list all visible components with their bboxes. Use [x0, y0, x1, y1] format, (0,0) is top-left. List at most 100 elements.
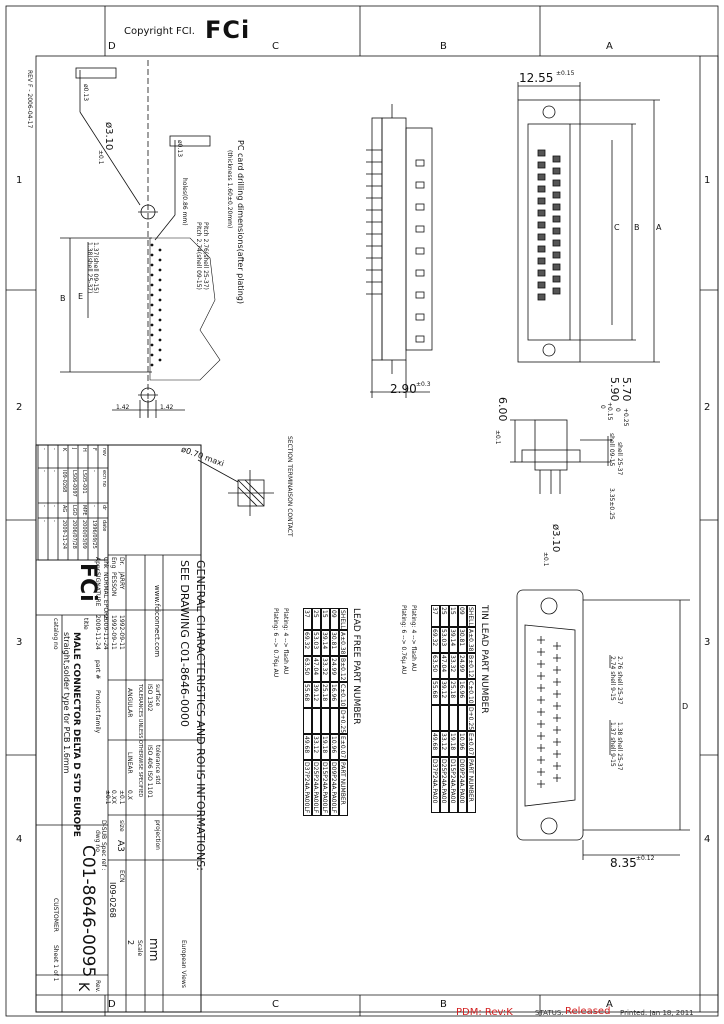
- lead_table-cell: [303, 708, 312, 734]
- revision-cell: -: [91, 505, 97, 507]
- tin_table-cell: 53.03: [440, 627, 449, 653]
- lead-plating-1: Plating: 4 --> flash AU: [282, 608, 289, 675]
- front-pin: [553, 714, 561, 722]
- label-b-rear: B: [634, 223, 640, 232]
- pcb-hole: [158, 278, 162, 282]
- label-a-rear: A: [656, 223, 662, 232]
- label-c-rear: C: [614, 223, 620, 232]
- lead_table-cell: 63.50: [303, 656, 312, 682]
- grid-letter-bottom-c: C: [272, 999, 279, 1010]
- tin_table-cell: 16.96: [458, 679, 467, 705]
- rear-contact: [537, 281, 546, 289]
- chk-name: NORMAL EPORE: [102, 572, 109, 621]
- rear-contact: [552, 263, 561, 271]
- grid-number-left-1: 1: [16, 175, 23, 186]
- rear-contact: [552, 155, 561, 163]
- surface-label: surface: [154, 684, 161, 707]
- front-pin: [553, 654, 561, 662]
- status-label: STATUS:: [535, 1009, 564, 1017]
- side-window: [415, 181, 425, 189]
- dim-5-70-tol-b: 0: [614, 408, 621, 412]
- pcb-hole: [158, 338, 162, 342]
- tin_table-cell: 09: [458, 605, 467, 627]
- lead_table-cell: 10.96: [330, 734, 339, 760]
- front-pin: [537, 660, 545, 668]
- front-pin: [537, 780, 545, 788]
- side-window: [415, 335, 425, 343]
- fci-logo: FCi: [205, 16, 251, 44]
- tin_table-cell: 25.18: [449, 679, 458, 705]
- front-pin: [537, 636, 545, 644]
- label-b-pcb: B: [60, 294, 66, 303]
- general-line-2: SEE DRAWING C01-8646-0000: [178, 560, 191, 727]
- revision-header-cell: dr: [101, 505, 107, 511]
- tolerances-unless: TOLERANCES UNLESS OTHERWISE SPECIFIED: [137, 684, 143, 798]
- grid-number-right-1: 1: [704, 175, 711, 186]
- printed-date: Printed: Jan 18, 2011: [620, 1009, 694, 1017]
- revision-cell: -: [41, 520, 47, 522]
- revision-cell: F: [91, 448, 97, 451]
- grid-letter-top-b: B: [440, 41, 447, 52]
- pcb-hole: [150, 333, 154, 337]
- tin_table-cell: 33.12: [440, 731, 449, 757]
- tol-row-2-val: ±0.1: [104, 790, 111, 805]
- front-pin: [537, 756, 545, 764]
- rear-contact: [537, 269, 546, 277]
- front-pin: [553, 666, 561, 674]
- front-pin: [553, 738, 561, 746]
- ecn-label: ECN: [118, 870, 125, 883]
- chk-date: 2009-11-24: [102, 615, 109, 650]
- revision-header-cell: rev: [101, 448, 107, 456]
- grid-letter-top-d: D: [108, 41, 116, 52]
- pcb-hole: [150, 343, 154, 347]
- lead_table-cell: 37: [303, 608, 312, 630]
- rear-contact: [552, 251, 561, 259]
- size-label: size: [118, 820, 125, 832]
- dim-5-70-tol-a: +0.25: [622, 408, 629, 427]
- dim-5-90: 5.90: [608, 377, 621, 402]
- customer-label: CUSTOMER: [52, 898, 59, 932]
- eng-label: Eng: [110, 557, 117, 569]
- tin_table-cell: 24.99: [458, 653, 467, 679]
- revision-cell: 2009-11-24: [61, 520, 67, 550]
- front-pin: [553, 750, 561, 758]
- grid-number-right-4: 4: [704, 834, 711, 845]
- rear-contact: [537, 257, 546, 265]
- tin_table-cell: 33.32: [449, 653, 458, 679]
- rear-contact: [552, 191, 561, 199]
- tin_table-cell: D37P24A.PA00: [431, 757, 440, 813]
- lead-table-title: LEAD FREE PART NUMBER: [351, 608, 361, 725]
- side-window: [415, 291, 425, 299]
- scale-label: Scale: [136, 940, 143, 957]
- front-pin: [537, 768, 545, 776]
- pc-card-pitch-1: Pitch 2.76(shell 25-37): [202, 222, 209, 290]
- tin_table-cell: [431, 705, 440, 731]
- rear-contact: [537, 185, 546, 193]
- pcb-hole: [158, 268, 162, 272]
- revision-header-cell: date: [101, 520, 107, 532]
- pc-card-pitch-4: 1.38(shell 25-37): [86, 242, 93, 294]
- sheet-label: Sheet 1 of 1: [52, 945, 59, 982]
- rear-contact: [537, 221, 546, 229]
- lead_table-cell: [312, 708, 321, 734]
- drawing-number: C01-8646-0095: [78, 845, 98, 978]
- pc-card-thickness: (thickness 1.60±0.20mm): [226, 150, 233, 229]
- dim-3-10-front: ø3.10: [550, 524, 561, 553]
- revision-cell: -: [41, 448, 47, 450]
- pcb-hole: [150, 363, 154, 367]
- label-e-pcb: E: [78, 292, 84, 301]
- front-pin: [553, 678, 561, 686]
- tin_table-cell: 10.96: [458, 731, 467, 757]
- tin_table-cell: [458, 705, 467, 731]
- product-family: Product family: [94, 690, 101, 734]
- tin_table-cell: D09P24A.PA00: [458, 757, 467, 813]
- dim-12-55: 12.55: [519, 71, 554, 85]
- pcb-hole: [150, 243, 154, 247]
- grid-number-left-4: 4: [16, 834, 23, 845]
- dim-5-90-tol-b: 0: [599, 405, 606, 409]
- dim-5-70: 5.70: [620, 377, 633, 402]
- angular-label: ANGULAR: [126, 688, 133, 718]
- pcb-hole: [158, 298, 162, 302]
- lead_table-cell: D15P24A.PA00LF: [321, 760, 330, 816]
